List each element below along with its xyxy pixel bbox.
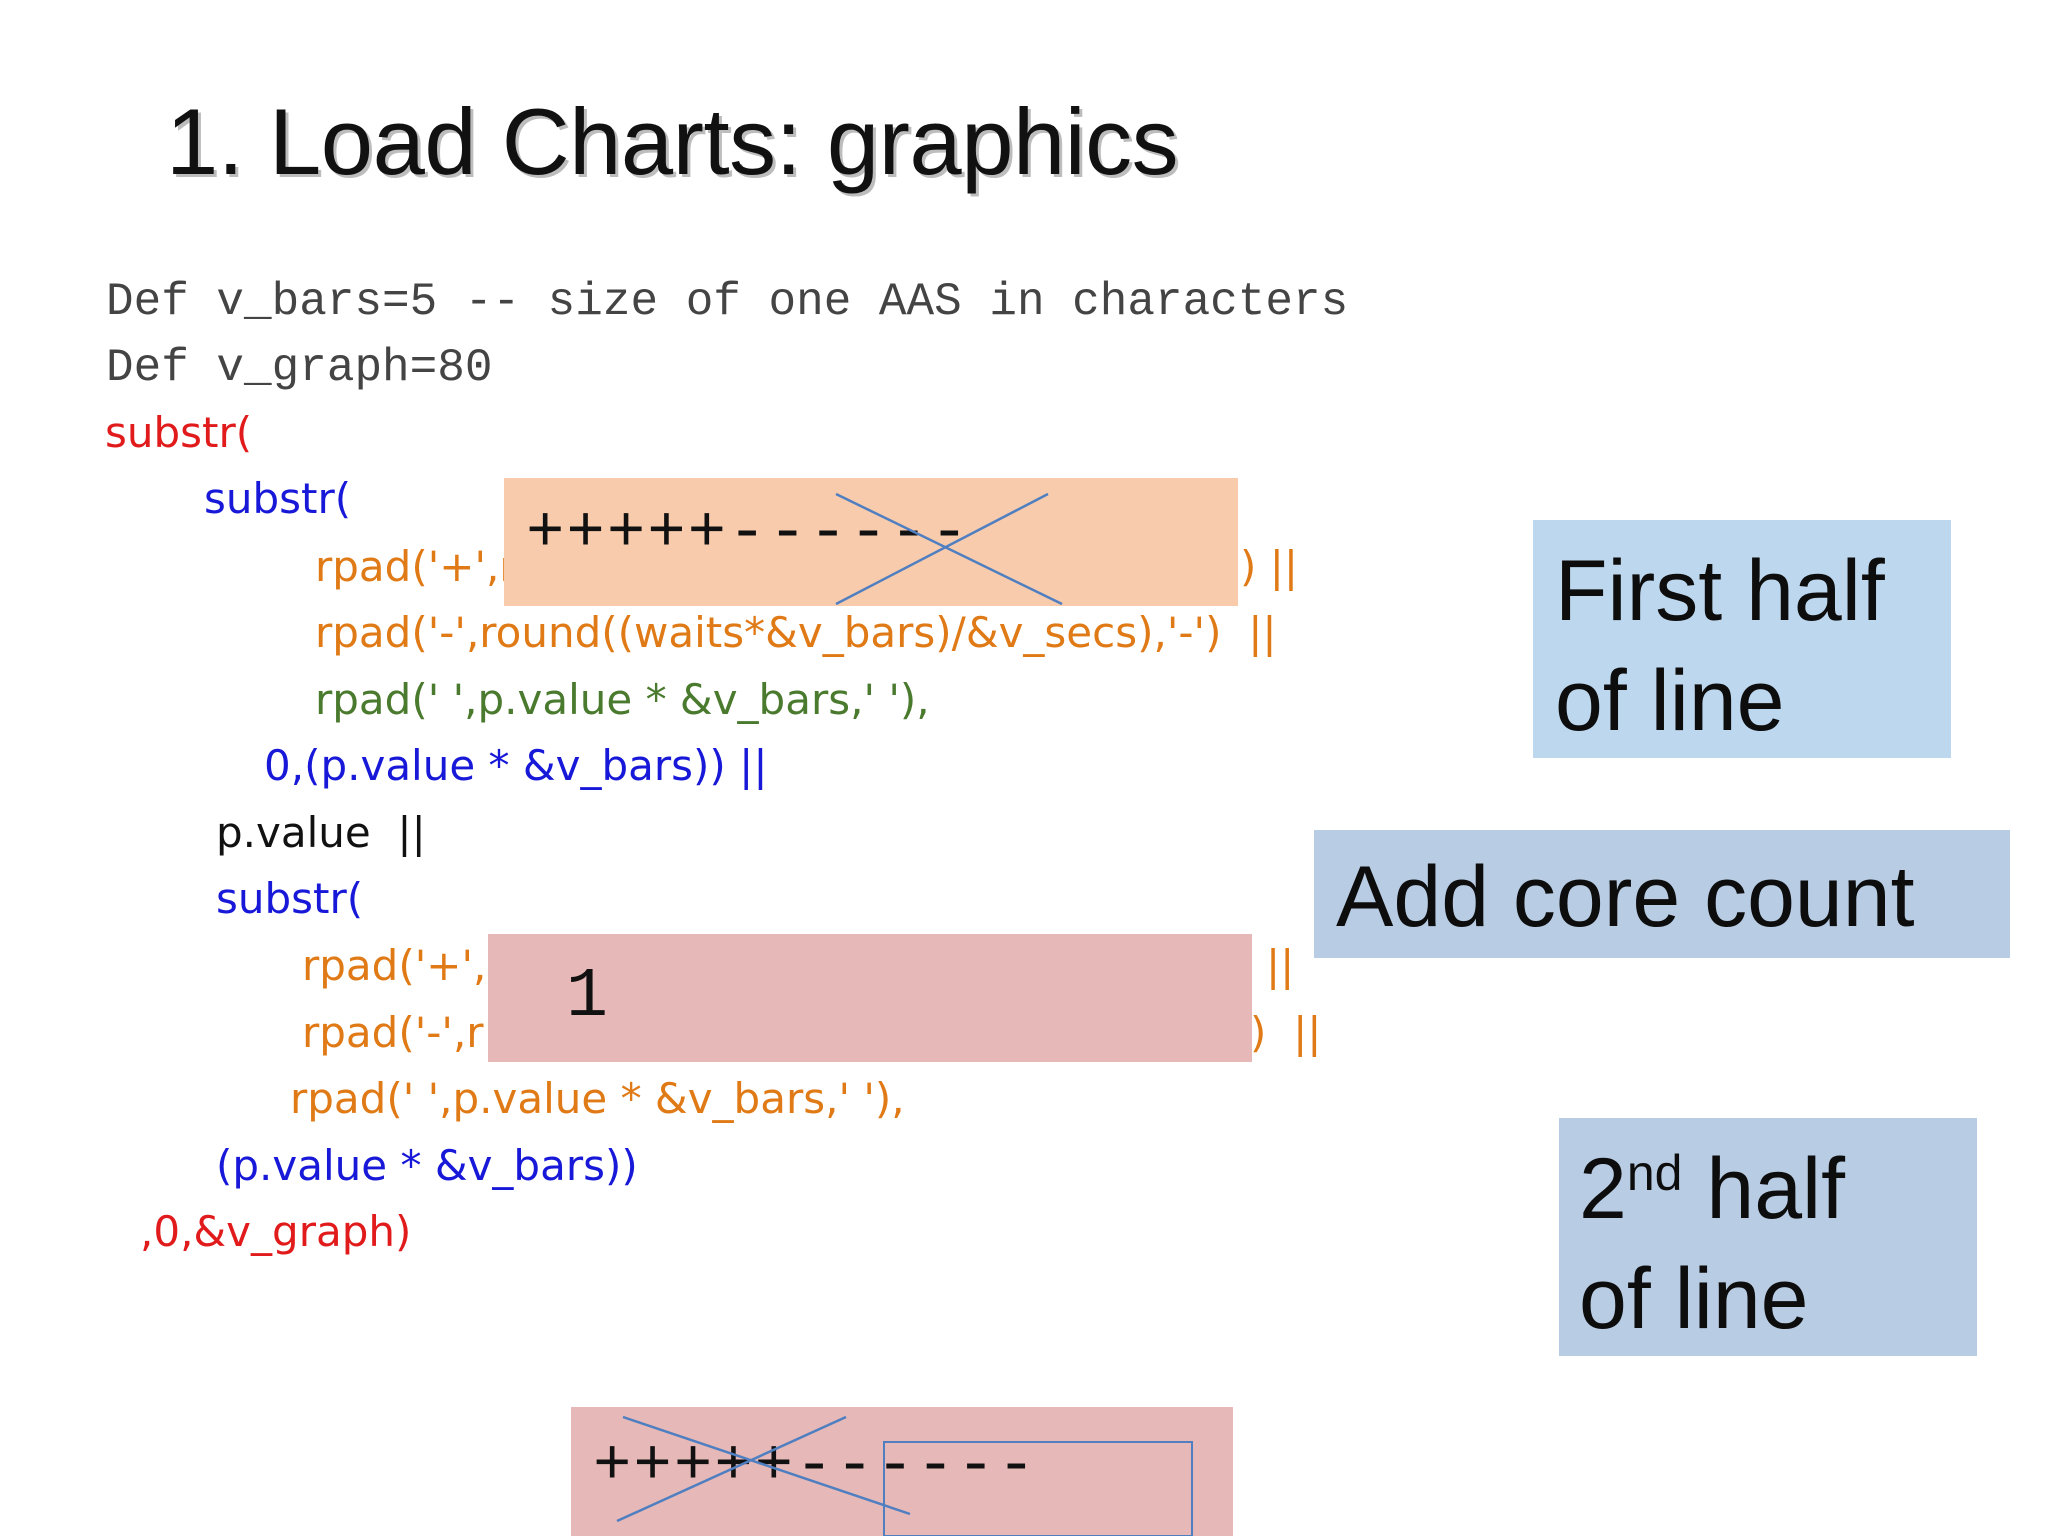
top-bar-overlay: +++++------ xyxy=(504,478,1238,606)
add-core-count-text: Add core count xyxy=(1336,849,1915,945)
second-half-sup: nd xyxy=(1626,1145,1683,1201)
slide-title: 1. Load Charts: graphics xyxy=(166,89,1179,194)
code-line-8: rpad(' ',p.value * &v_bars,' '), xyxy=(290,1074,905,1123)
code-line-3: rpad(' ',p.value * &v_bars,' '), xyxy=(315,675,930,724)
top-bar-string: +++++------ xyxy=(526,498,971,570)
second-half-text-1: 2nd half xyxy=(1579,1140,1845,1239)
code-line-1-right: ) || xyxy=(1240,542,1299,591)
def-v-graph: Def v_graph=80 xyxy=(106,342,493,394)
second-half-rest: half xyxy=(1682,1141,1846,1237)
second-half-num: 2 xyxy=(1579,1141,1627,1237)
code-line-9: (p.value * &v_bars)) xyxy=(216,1141,638,1190)
code-line-10: ,0,&v_graph) xyxy=(140,1207,412,1256)
first-half-text-2: of line xyxy=(1555,653,1785,749)
bottom-bar-string: +++++------ xyxy=(593,1431,1038,1503)
code-line-6-left: rpad('+',r xyxy=(302,941,504,990)
first-half-callout: First half of line xyxy=(1533,520,1951,758)
second-half-callout: 2nd half of line xyxy=(1559,1118,1977,1356)
code-line-7-left: rpad('-',r xyxy=(302,1008,484,1057)
code-line-5: p.value || xyxy=(216,808,426,857)
second-half-text-2: of line xyxy=(1579,1251,1809,1347)
code-inner-substr-2: substr( xyxy=(216,874,364,923)
core-count-value: 1 xyxy=(566,958,611,1037)
code-inner-substr-1: substr( xyxy=(204,474,352,523)
code-line-2: rpad('-',round((waits*&v_bars)/&v_secs),… xyxy=(315,608,1277,657)
code-line-7-right: ) || xyxy=(1250,1008,1322,1057)
code-line-6-right: || xyxy=(1266,941,1295,990)
add-core-count-callout: Add core count xyxy=(1314,830,2010,958)
bottom-bar-overlay: +++++------ xyxy=(571,1407,1233,1536)
code-outer-substr: substr( xyxy=(105,408,253,457)
def-v-bars: Def v_bars=5 -- size of one AAS in chara… xyxy=(106,276,1349,328)
code-line-4: 0,(p.value * &v_bars)) || xyxy=(264,741,768,790)
first-half-text-1: First half xyxy=(1555,543,1885,639)
code-line-1-left: rpad('+',r xyxy=(315,542,517,591)
core-count-overlay: 1 xyxy=(488,934,1252,1062)
